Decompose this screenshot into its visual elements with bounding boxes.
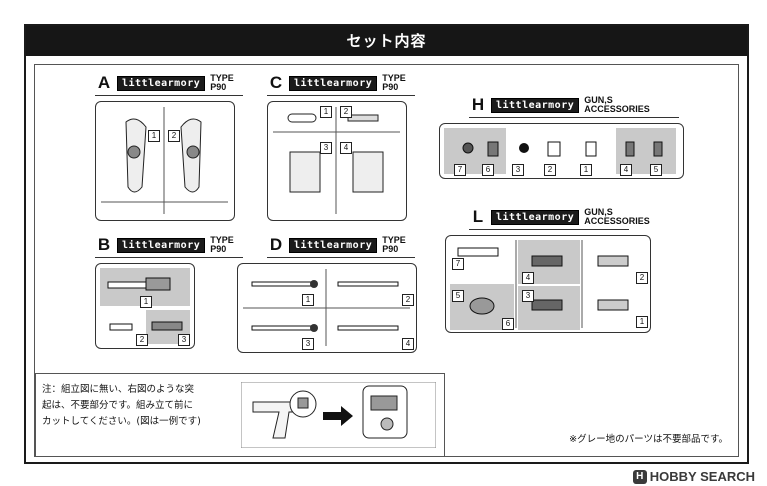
part-number: 3 [302,338,314,350]
part-drawing [273,107,400,214]
runner-letter: A [97,73,111,92]
part-number: 4 [620,164,632,176]
part-number: 7 [454,164,466,176]
sprue-frame: 1 2 3 4 [237,263,417,353]
brand-logo: littlearmory [289,237,378,253]
part-number: 4 [402,338,414,350]
part-number: 5 [452,290,464,302]
part-number: 4 [340,142,352,154]
part-number: 1 [580,164,592,176]
runner-letter: B [97,235,111,254]
part-number: 1 [320,106,332,118]
runner-letter: H [471,95,485,114]
part-drawing [243,269,410,346]
part-number: 1 [636,316,648,328]
part-number: 3 [320,142,332,154]
part-number: 1 [140,296,152,308]
runner-letter: D [269,235,283,254]
sprue-frame: 1 2 [95,101,235,221]
part-number: 3 [178,334,190,346]
note-text: 注：組立図に無い、右図のような突 起は、不要部分です。組み立て前に カットしてく… [42,384,201,427]
part-number: 2 [544,164,556,176]
sprue-frame: 7 5 6 4 3 2 1 [445,235,651,333]
sprue-frame: 1 2 3 4 [267,101,407,221]
runner-letter: L [472,207,484,226]
part-number: 5 [650,164,662,176]
part-drawing [462,141,663,157]
note-box: 注：組立図に無い、右図のような突 起は、不要部分です。組み立て前に カットしてく… [35,373,445,457]
runner-letter: C [269,73,283,92]
part-number: 6 [502,318,514,330]
page-title: セット内容 [26,26,747,56]
sprue-frame: 1 2 3 [95,263,195,349]
brand-logo: littlearmory [117,237,206,253]
part-number: 2 [636,272,648,284]
cutting-illustration [241,382,436,448]
part-number: 3 [522,290,534,302]
part-number: 1 [148,130,160,142]
brand-logo: littlearmory [117,75,206,91]
brand-logo: littlearmory [491,209,580,225]
part-number: 2 [168,130,180,142]
sprue-frame: 7 6 3 2 1 4 5 [439,123,684,179]
part-number: 6 [482,164,494,176]
hobbysearch-logo-icon: H [632,469,647,484]
part-number: 2 [136,334,148,346]
part-number: 3 [512,164,524,176]
part-number: 2 [402,294,414,306]
part-drawing [101,107,228,214]
part-number: 1 [302,294,314,306]
footnote: ※グレー地のパーツは不要部品です。 [569,434,728,445]
brand-logo: littlearmory [491,97,580,113]
part-number: 2 [340,106,352,118]
watermark: H HOBBY SEARCH [632,469,755,484]
part-drawing [107,277,183,331]
part-number: 4 [522,272,534,284]
brand-logo: littlearmory [289,75,378,91]
part-number: 7 [452,258,464,270]
part-drawing [457,240,629,328]
